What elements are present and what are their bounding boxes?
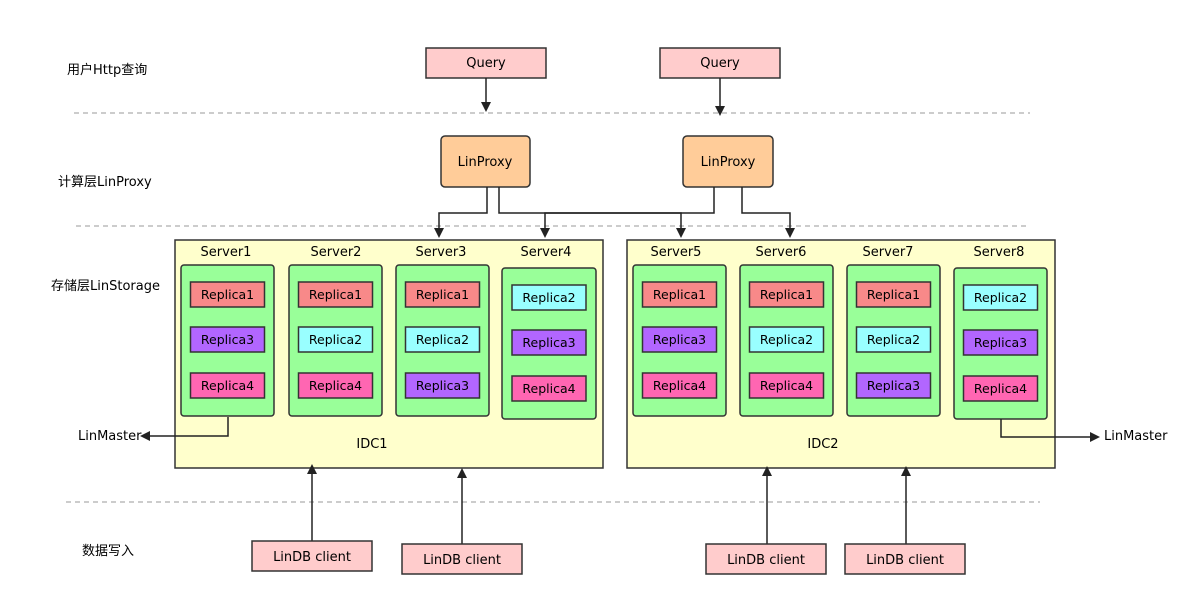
replica-box: Replica3	[962, 329, 1039, 356]
layer-label-compute: 计算层LinProxy	[58, 175, 152, 190]
replica-box: Replica1	[189, 281, 266, 308]
replica-box: Replica1	[297, 281, 374, 308]
arrow	[498, 187, 686, 238]
linmaster-label: LinMaster	[1104, 429, 1168, 444]
replica-label: Replica3	[201, 332, 254, 347]
replica-box: Replica2	[855, 326, 932, 353]
replica-box: Replica4	[297, 372, 374, 399]
replica-label: Replica1	[760, 287, 813, 302]
replica-label: Replica3	[653, 332, 706, 347]
client-box: LinDB client	[401, 543, 523, 575]
linmaster-label: LinMaster	[78, 429, 142, 444]
client-label: LinDB client	[727, 553, 805, 568]
client-arrows	[307, 464, 911, 544]
replica-label: Replica2	[760, 332, 813, 347]
storage-layer: Server1Replica1Replica3Replica4Server2Re…	[174, 239, 1056, 469]
replica-box: Replica3	[855, 372, 932, 399]
replica-label: Replica2	[522, 290, 575, 305]
replica-box: Replica3	[404, 372, 481, 399]
replica-box: Replica1	[855, 281, 932, 308]
linmaster-arrows	[140, 417, 1100, 442]
replica-box: Replica4	[962, 375, 1039, 402]
replica-label: Replica4	[522, 381, 575, 396]
replica-label: Replica4	[653, 378, 706, 393]
replica-box: Replica4	[511, 375, 587, 402]
replica-label: Replica1	[653, 287, 706, 302]
replica-label: Replica2	[416, 332, 469, 347]
proxy-label: LinProxy	[701, 155, 756, 170]
server-name: Server8	[974, 245, 1025, 260]
query-box: Query	[659, 47, 781, 79]
server-name: Server7	[863, 245, 914, 260]
arrow	[741, 187, 795, 238]
replica-box: Replica1	[748, 281, 825, 308]
server-name: Server3	[416, 245, 467, 260]
replica-label: Replica4	[760, 378, 813, 393]
proxy-box: LinProxy	[682, 135, 774, 188]
replica-label: Replica2	[974, 290, 1027, 305]
client-box: LinDB client	[844, 543, 966, 575]
proxy-arrows	[434, 187, 795, 238]
proxy-box: LinProxy	[440, 135, 531, 188]
server-name: Server2	[311, 245, 362, 260]
replica-box: Replica3	[189, 326, 266, 353]
replica-label: Replica1	[309, 287, 362, 302]
replica-box: Replica2	[962, 284, 1039, 311]
layer-label-write: 数据写入	[82, 544, 134, 559]
client-box: LinDB client	[251, 540, 373, 572]
replica-label: Replica1	[201, 287, 254, 302]
replica-label: Replica3	[522, 335, 575, 350]
replica-box: Replica2	[511, 284, 587, 311]
server-name: Server5	[651, 245, 702, 260]
arrow	[540, 187, 715, 238]
replica-box: Replica1	[641, 281, 718, 308]
replica-box: Replica2	[748, 326, 825, 353]
arrow	[1000, 419, 1100, 442]
client-label: LinDB client	[423, 553, 501, 568]
client-label: LinDB client	[866, 553, 944, 568]
idc-label: IDC1	[356, 437, 387, 452]
replica-box: Replica3	[511, 329, 587, 356]
replica-box: Replica4	[641, 372, 718, 399]
replica-box: Replica2	[404, 326, 481, 353]
replica-label: Replica3	[867, 378, 920, 393]
layer-separators	[66, 112, 1040, 503]
replica-label: Replica4	[201, 378, 254, 393]
replica-label: Replica3	[416, 378, 469, 393]
replica-box: Replica4	[748, 372, 825, 399]
layer-label-storage: 存储层LinStorage	[51, 279, 160, 294]
query-label: Query	[700, 56, 740, 71]
layer-label-query: 用户Http查询	[67, 62, 147, 78]
replica-label: Replica4	[309, 378, 362, 393]
server-name: Server6	[756, 245, 807, 260]
replica-box: Replica4	[189, 372, 266, 399]
arrow	[434, 187, 488, 238]
arrow	[140, 417, 229, 441]
client-label: LinDB client	[273, 550, 351, 565]
server-name: Server1	[201, 245, 252, 260]
replica-box: Replica1	[404, 281, 481, 308]
idc-label: IDC2	[807, 437, 838, 452]
replica-label: Replica4	[974, 381, 1027, 396]
server-name: Server4	[521, 245, 572, 260]
replica-box: Replica2	[297, 326, 374, 353]
proxy-label: LinProxy	[458, 155, 513, 170]
query-label: Query	[466, 56, 506, 71]
replica-label: Replica3	[974, 335, 1027, 350]
replica-label: Replica2	[867, 332, 920, 347]
replica-label: Replica1	[416, 287, 469, 302]
replica-label: Replica1	[867, 287, 920, 302]
replica-label: Replica2	[309, 332, 362, 347]
query-box: Query	[425, 47, 547, 79]
replica-box: Replica3	[641, 326, 718, 353]
client-box: LinDB client	[705, 543, 827, 575]
query-arrows	[481, 78, 725, 116]
